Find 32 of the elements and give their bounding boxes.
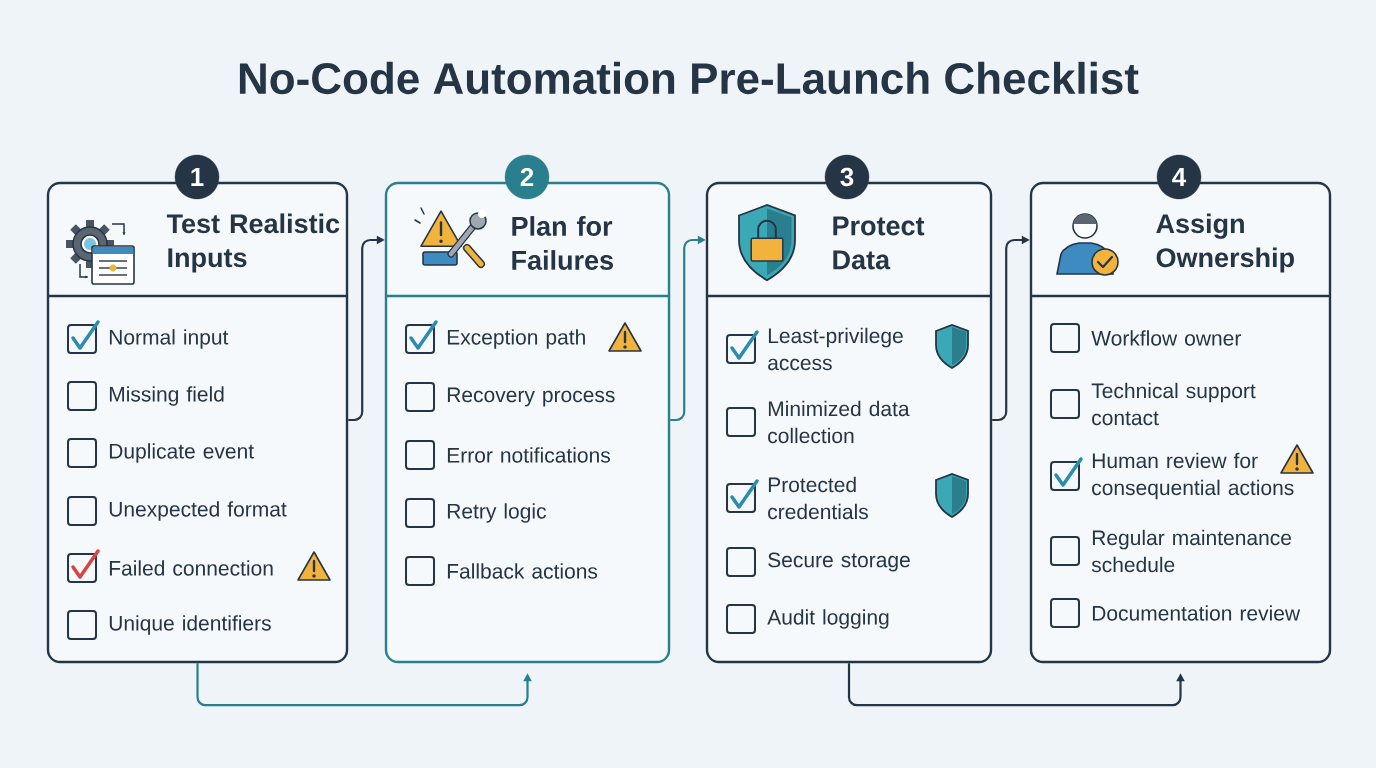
item-label: Secure storage bbox=[768, 552, 910, 572]
card-heading: Assign Ownership bbox=[1156, 213, 1294, 273]
item-label: Minimized data collection bbox=[768, 400, 910, 444]
item-label: Error notifications bbox=[447, 447, 610, 463]
number-badge: 2 bbox=[504, 154, 550, 200]
item-label: Workflow owner bbox=[1091, 330, 1241, 346]
item-label: Failed connection bbox=[109, 560, 273, 576]
title: No-Code Automation Pre-Launch Checklist bbox=[239, 61, 1139, 95]
item-label: Recovery process bbox=[447, 387, 615, 407]
number-badge: 3 bbox=[824, 154, 870, 200]
item-label: Documentation review bbox=[1092, 605, 1301, 621]
item-label: Retry logic bbox=[447, 503, 546, 523]
item-label: Technical support contact bbox=[1091, 382, 1256, 426]
number-badge: 4 bbox=[1156, 154, 1202, 200]
item-label: Exception path bbox=[447, 329, 585, 349]
item-label: Fallback actions bbox=[447, 563, 598, 579]
item-label: Human review for consequential actions bbox=[1092, 452, 1294, 500]
item-label: Missing field bbox=[109, 386, 224, 406]
item-label: Unique identifiers bbox=[109, 615, 271, 635]
item-label: Duplicate event bbox=[109, 443, 254, 463]
item-label: Unexpected format bbox=[109, 501, 287, 521]
arrow bbox=[847, 663, 1185, 707]
item-label: Normal input bbox=[109, 329, 229, 349]
arrow bbox=[196, 663, 532, 707]
card-heading: Protect Data bbox=[833, 216, 925, 270]
item-label: Protected credentials bbox=[768, 476, 868, 520]
card-heading: Plan for Failures bbox=[512, 216, 613, 270]
number-badge: 1 bbox=[174, 154, 220, 200]
item-label: Regular maintenance schedule bbox=[1091, 529, 1291, 573]
item-label: Least-privilege access bbox=[768, 327, 903, 371]
card-heading: Test Realistic Inputs bbox=[166, 213, 340, 273]
item-label: Audit logging bbox=[767, 609, 889, 629]
